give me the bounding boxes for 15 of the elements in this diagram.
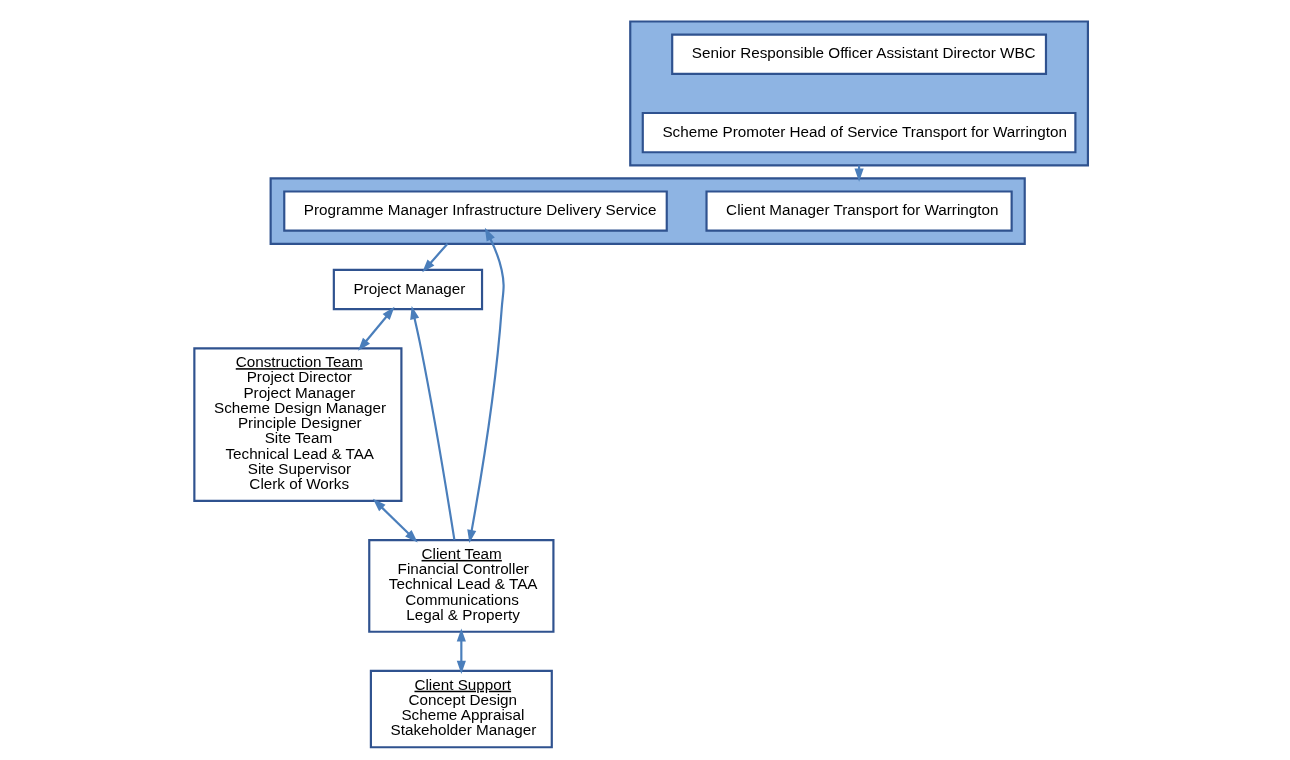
arrow [409, 306, 455, 540]
arrow [456, 628, 466, 674]
cluster [628, 20, 1089, 167]
node-box: Client Support Concept Design Scheme Appraisal Stakeholder Manager [369, 669, 553, 749]
node-box: Programme Manager Infrastructure Delivery Service [282, 190, 668, 232]
arrow [357, 306, 394, 351]
node-box: Scheme Promoter Head of Service Transport for Warrington [641, 111, 1076, 154]
arrow [421, 243, 448, 273]
node-box: Construction Team Project Director Project Manager Scheme Design Manager Principle Designer Site Team Technical Lead & TAA Site Supervisor Clerk of Works [192, 347, 402, 503]
node-box: Client Team Financial Controller Technical Lead & TAA Communications Legal & Property [367, 539, 554, 633]
node-box: Client Manager Transport for Warrington [704, 190, 1013, 232]
arrow [372, 498, 418, 543]
arrow [466, 227, 505, 543]
node-box: Senior Responsible Officer Assistant Director WBC [670, 33, 1047, 75]
node-box: Project Manager [332, 268, 483, 311]
